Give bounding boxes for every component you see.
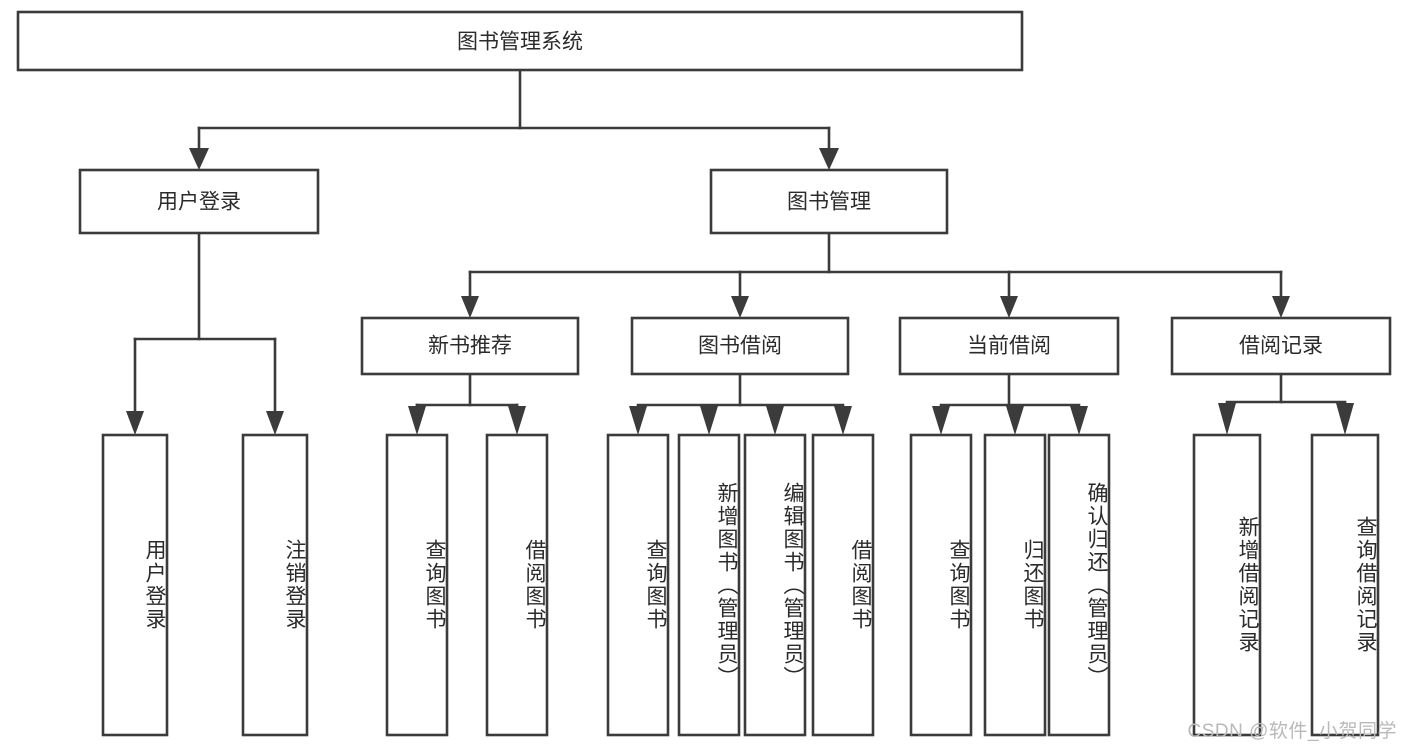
node-user-login-box[interactable] [78, 168, 320, 235]
node-current-borrow-box[interactable] [898, 316, 1120, 376]
node-user-login[interactable]: 用户登录 [78, 168, 320, 235]
arrow-head-leaf-query-book-rec [408, 406, 426, 435]
arrow-head-book-borrow [731, 296, 749, 318]
node-book-borrow-box[interactable] [630, 316, 850, 376]
node-new-book-rec-label: 新书推荐 [428, 335, 512, 358]
edge-group-new-book-rec-to-leaves [408, 372, 526, 435]
edge-group-root-to-level2 [189, 68, 839, 170]
node-user-login-label: 用户登录 [157, 191, 241, 214]
node-borrow-record[interactable]: 借阅记录 [1170, 316, 1392, 376]
arrow-head-leaf-user-login [126, 411, 144, 435]
arrow-head-leaf-add-record [1218, 403, 1236, 435]
arrow-head-leaf-return-book [1006, 406, 1024, 435]
edge-group-book-borrow-to-leaves [629, 372, 852, 435]
leaf-query-book-cb-box[interactable] [909, 433, 973, 737]
node-current-borrow-label: 当前借阅 [967, 335, 1051, 358]
leaf-query-record-box[interactable] [1310, 433, 1380, 737]
node-book-manage-label: 图书管理 [787, 191, 871, 214]
node-new-book-rec[interactable]: 新书推荐 [360, 316, 580, 376]
arrow-head-leaf-add-book [700, 406, 718, 435]
edge-group-user-login-to-leaves [126, 231, 284, 435]
arrow-head-leaf-edit-book [766, 406, 784, 435]
leaf-add-book-box[interactable] [677, 433, 741, 737]
arrow-head-leaf-borrow-book-rec [508, 406, 526, 435]
edge-group-borrow-record-to-leaves [1218, 372, 1354, 435]
arrow-head-borrow-record [1272, 296, 1290, 318]
node-book-borrow[interactable]: 图书借阅 [630, 316, 850, 376]
node-root-box[interactable] [16, 10, 1024, 72]
node-borrow-record-label: 借阅记录 [1239, 335, 1323, 358]
arrow-head-leaf-confirm-return [1070, 406, 1088, 435]
watermark-text: CSDN @软件_小贺同学 [1187, 721, 1397, 742]
arrow-head-leaf-query-book-br [629, 406, 647, 435]
edge-group-book-manage-to-level3 [461, 231, 1290, 318]
arrow-head-book-manage [819, 148, 839, 170]
leaf-confirm-return-box[interactable] [1047, 433, 1111, 737]
arrow-head-leaf-query-book-cb [932, 406, 950, 435]
leaf-query-book-rec-box[interactable] [385, 433, 449, 737]
arrow-head-new-book-rec [461, 296, 479, 318]
leaf-logout-login-box[interactable] [241, 433, 309, 737]
node-book-manage[interactable]: 图书管理 [709, 168, 949, 235]
node-book-borrow-label: 图书借阅 [698, 335, 782, 358]
leaf-add-record-box[interactable] [1192, 433, 1262, 737]
arrow-head-leaf-query-record [1336, 403, 1354, 435]
arrow-head-user-login [189, 148, 209, 170]
leaf-edit-book-box[interactable] [743, 433, 807, 737]
leaf-return-book-box[interactable] [983, 433, 1047, 737]
node-root[interactable]: 图书管理系统 [16, 10, 1024, 72]
leaf-borrow-book-rec-box[interactable] [485, 433, 549, 737]
node-current-borrow[interactable]: 当前借阅 [898, 316, 1120, 376]
node-root-label: 图书管理系统 [457, 31, 583, 54]
node-borrow-record-box[interactable] [1170, 316, 1392, 376]
leaf-borrow-book-br-box[interactable] [811, 433, 875, 737]
leaf-boxes-group [101, 433, 1380, 737]
arrow-head-leaf-logout-login [266, 411, 284, 435]
leaf-user-login-box[interactable] [101, 433, 169, 737]
arrow-head-leaf-borrow-book-br [834, 406, 852, 435]
leaf-query-book-br-box[interactable] [606, 433, 670, 737]
edge-group-current-borrow-to-leaves [932, 372, 1088, 435]
arrow-head-current-borrow [1000, 296, 1018, 318]
node-book-manage-box[interactable] [709, 168, 949, 235]
node-new-book-rec-box[interactable] [360, 316, 580, 376]
